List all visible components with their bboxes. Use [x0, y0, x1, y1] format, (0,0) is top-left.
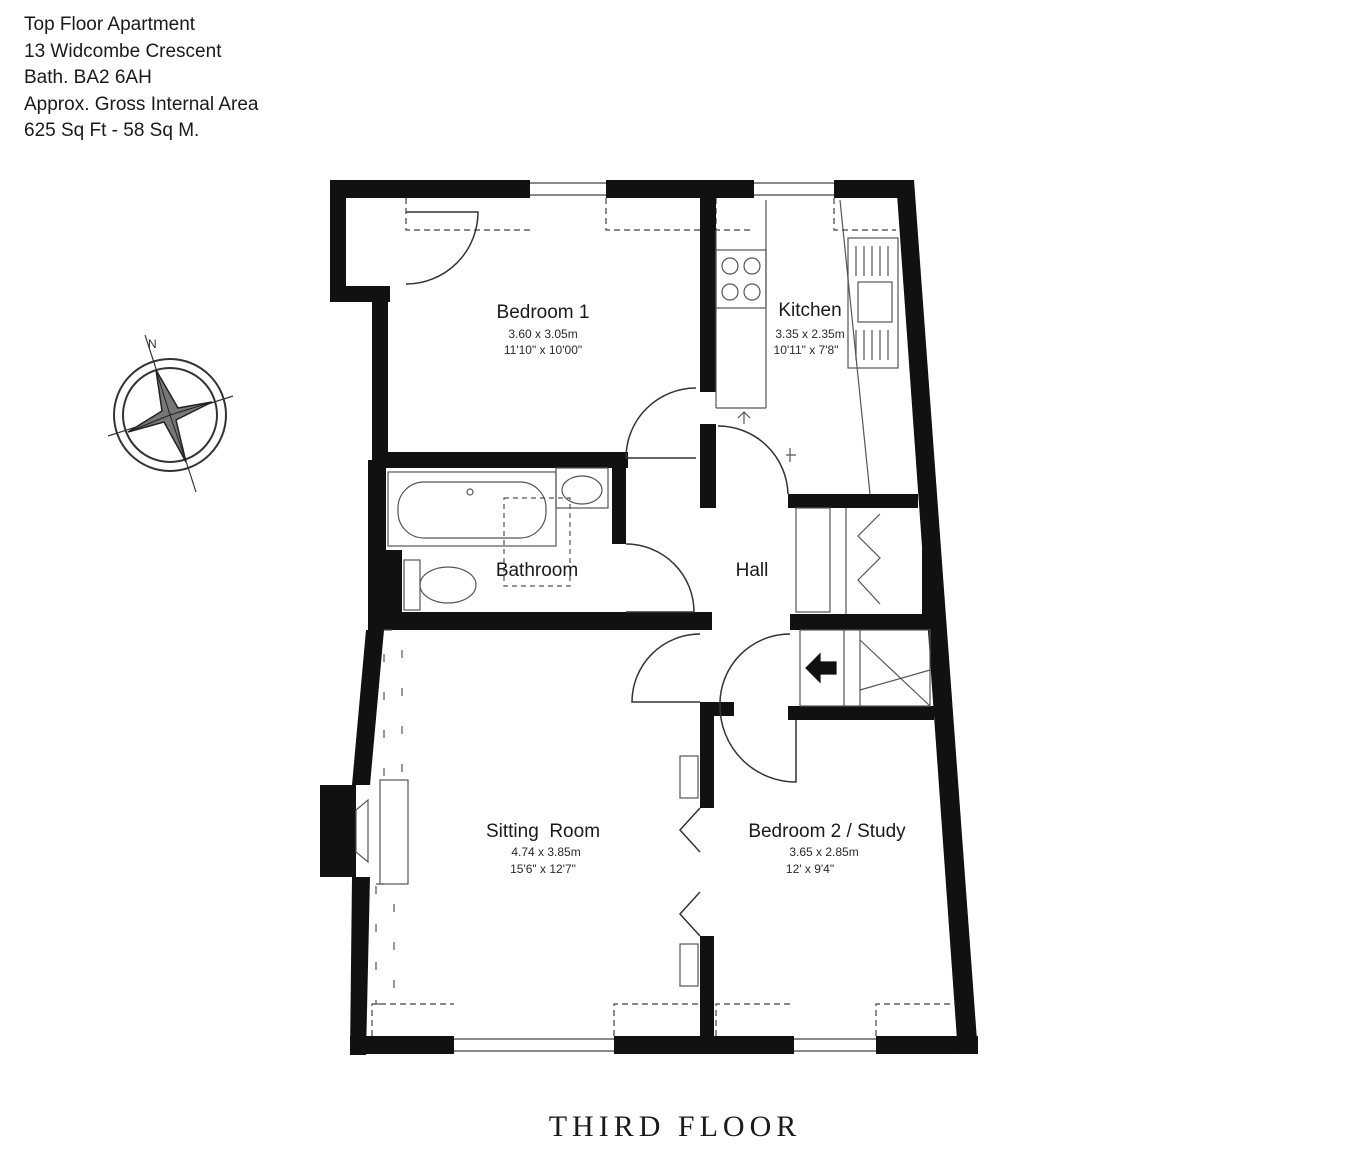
room-name: Sitting Room [486, 821, 600, 842]
kitchen-fittings [715, 199, 899, 495]
room-name: Kitchen [778, 300, 841, 321]
room-name: Bathroom [496, 560, 578, 581]
sitting-room-fittings [355, 629, 699, 1005]
compass-icon: N [107, 334, 234, 493]
interior-walls [386, 180, 934, 1036]
doors [405, 211, 797, 937]
svg-text:N: N [148, 337, 157, 351]
room-name: Bedroom 2 / Study [748, 821, 906, 842]
room-label-sitting-room: Sitting Room 4.74 x 3.85m 15'6" x 12'7" [486, 821, 600, 876]
header-city-postcode: Bath. BA2 6AH [24, 67, 152, 88]
room-label-bedroom-1: Bedroom 1 3.60 x 3.05m 11'10" x 10'00" [497, 302, 590, 357]
room-imperial: 12' x 9'4" [786, 862, 834, 876]
exterior-walls [320, 180, 978, 1055]
bathroom-fittings [387, 467, 609, 611]
stairs-and-cupboard [795, 507, 931, 707]
room-label-bedroom-2-study: Bedroom 2 / Study 3.65 x 2.85m 12' x 9'4… [748, 821, 906, 876]
room-imperial: 15'6" x 12'7" [510, 862, 576, 876]
header-title: Top Floor Apartment [24, 14, 196, 35]
property-header: Top Floor Apartment 13 Widcombe Crescent… [24, 12, 258, 145]
room-metric: 4.74 x 3.85m [511, 845, 580, 859]
room-metric: 3.60 x 3.05m [508, 327, 577, 341]
room-name: Bedroom 1 [497, 302, 590, 323]
room-label-bathroom: Bathroom [496, 560, 578, 581]
room-imperial: 11'10" x 10'00" [504, 343, 582, 357]
header-area-value: 625 Sq Ft - 58 Sq M. [24, 120, 200, 141]
room-metric: 3.35 x 2.35m [775, 327, 844, 341]
room-name: Hall [736, 560, 769, 581]
header-street: 13 Widcombe Crescent [24, 40, 222, 62]
room-imperial: 10'11" x 7'8" [774, 343, 839, 357]
room-label-hall: Hall [736, 560, 769, 581]
room-label-kitchen: Kitchen 3.35 x 2.35m 10'11" x 7'8" [774, 300, 845, 357]
room-metric: 3.65 x 2.85m [789, 845, 858, 859]
floor-title: THIRD FLOOR [548, 1110, 802, 1143]
header-area-label: Approx. Gross Internal Area [24, 93, 259, 115]
